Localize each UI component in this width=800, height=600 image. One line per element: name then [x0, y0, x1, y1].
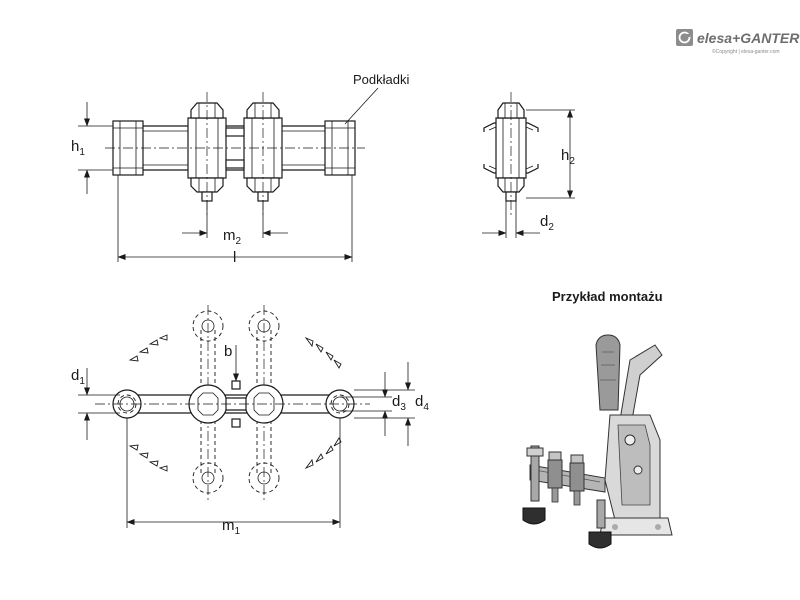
dim-d3-label: d3 — [392, 393, 406, 413]
dim-h2-label: h2 — [561, 147, 575, 167]
brand-copyright: ©Copyright | elesa-ganter.com — [712, 48, 780, 55]
dim-h1-label: h1 — [71, 138, 85, 158]
toggle-clamp-illustration-icon — [522, 334, 673, 549]
mounting-example: Przykład montażu — [522, 289, 673, 549]
rotation-arrow-icon — [128, 334, 342, 472]
podkladki-label: Podkładki — [353, 72, 409, 87]
elesa-ganter-logo: elesa+GANTER ©Copyright | elesa-ganter.c… — [676, 29, 800, 55]
elesa-ganter-logo-icon — [676, 29, 693, 46]
dim-l-label: l — [233, 249, 236, 266]
dim-m2-label: m2 — [223, 227, 242, 247]
dim-m1-label: m1 — [222, 517, 241, 537]
dim-d1-label: d1 — [71, 367, 85, 387]
top-view: d1 b d3 d4 m1 — [71, 305, 429, 537]
dim-b-label: b — [224, 343, 232, 360]
front-view: h1 m2 l Podkładki — [71, 72, 409, 266]
brand-name: elesa+GANTER — [697, 30, 800, 46]
dim-d4-label: d4 — [415, 393, 429, 413]
mounting-example-title: Przykład montażu — [552, 289, 663, 304]
side-view: h2 d2 — [482, 92, 575, 238]
dim-d2-label: d2 — [540, 213, 554, 233]
